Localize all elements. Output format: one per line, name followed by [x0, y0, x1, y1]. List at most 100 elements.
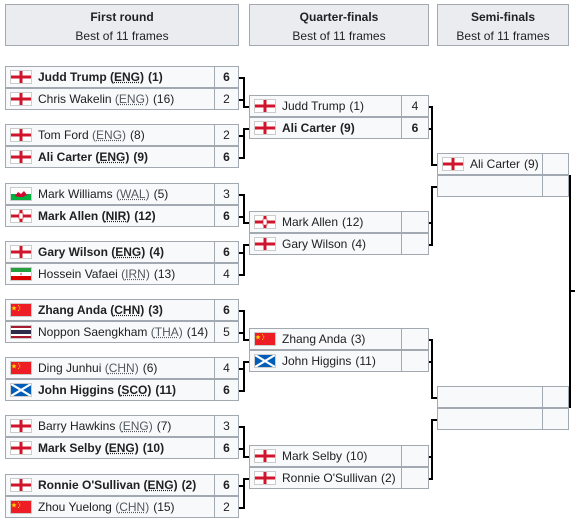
bracket-connector: [243, 128, 245, 148]
player-row: Chris Wakelin (ENG)(16)2: [5, 88, 239, 110]
player-name[interactable]: Ali Carter: [470, 157, 521, 171]
player-name-cell: Hossein Vafaei (IRN)(13): [6, 264, 215, 284]
player-name[interactable]: Ronnie O'Sullivan: [282, 471, 378, 485]
flag-icon-sco: [10, 383, 32, 397]
country-code-text: SCO: [121, 383, 148, 397]
player-name[interactable]: Mark Selby: [282, 449, 343, 463]
player-name[interactable]: Hossein Vafaei: [38, 267, 118, 281]
round-subtitle: Best of 11 frames: [456, 29, 550, 43]
bracket-connector: [431, 186, 433, 235]
player-row: Gary Wilson(4): [249, 233, 429, 255]
player-name-cell: Ronnie O'Sullivan (ENG)(2): [6, 475, 215, 495]
country-code-text: ENG: [115, 245, 142, 259]
player-name[interactable]: Ali Carter: [282, 121, 337, 135]
player-name[interactable]: Zhang Anda: [38, 303, 107, 317]
player-seed: (9): [524, 157, 539, 171]
player-name[interactable]: Ali Carter: [38, 150, 93, 164]
player-name-cell: Zhang Anda (CHN)(3): [6, 300, 215, 320]
player-name[interactable]: Barry Hawkins: [38, 419, 116, 433]
player-name-cell: Tom Ford (ENG)(8): [6, 125, 215, 145]
bracket-connector: [239, 135, 244, 137]
country-code: (WAL): [112, 187, 150, 201]
player-name-cell: John Higgins(11): [250, 351, 402, 371]
flag-icon-eng: [254, 449, 276, 463]
player-row: John Higgins(11): [249, 350, 429, 372]
player-name[interactable]: Zhang Anda: [282, 332, 347, 346]
country-code: (ENG): [107, 245, 146, 259]
player-score: 4: [215, 264, 238, 284]
flag-icon-eng: [254, 471, 276, 485]
player-name[interactable]: Mark Selby: [38, 441, 102, 455]
player-name[interactable]: Mark Allen: [38, 209, 99, 223]
player-name[interactable]: Ding Junhui: [38, 361, 102, 375]
player-name-cell: Mark Williams (WAL)(5): [6, 184, 215, 204]
player-row: Mark Williams (WAL)(5)3: [5, 183, 239, 205]
player-name[interactable]: Gary Wilson: [38, 245, 108, 259]
flag-icon-eng: [10, 150, 32, 164]
round-title: Semi-finals: [470, 10, 536, 24]
player-name[interactable]: John Higgins: [282, 354, 352, 368]
player-row: John Higgins (SCO)(11)6: [5, 379, 239, 401]
player-row: Tom Ford (ENG)(8)2: [5, 124, 239, 146]
player-score: 6: [402, 118, 428, 138]
player-seed: (3): [350, 332, 366, 346]
player-row: Ali Carter(9)6: [249, 117, 429, 139]
bracket-connector: [239, 216, 244, 218]
country-code-text: WAL: [120, 187, 146, 201]
flag-icon-sco: [254, 354, 276, 368]
flag-icon-chn: [10, 303, 32, 317]
player-score: [543, 154, 568, 174]
country-code-text: CHN: [108, 361, 135, 375]
player-name[interactable]: Mark Williams: [38, 187, 113, 201]
player-name[interactable]: Gary Wilson: [282, 237, 348, 251]
player-name[interactable]: Chris Wakelin: [38, 92, 112, 106]
bracket-connector: [243, 321, 245, 341]
country-code: (ENG): [88, 128, 127, 142]
player-name[interactable]: Judd Trump: [38, 70, 107, 84]
country-code: (IRN): [117, 267, 150, 281]
player-name[interactable]: Zhou Yuelong: [38, 500, 112, 514]
flag-icon-eng: [10, 478, 32, 492]
player-score: 6: [215, 67, 238, 87]
player-name[interactable]: Noppon Saengkham: [38, 325, 148, 339]
country-code-text: THA: [154, 325, 179, 339]
bracket-connector: [243, 244, 245, 265]
flag-icon-eng: [10, 419, 32, 433]
player-row: Ronnie O'Sullivan (ENG)(2)6: [5, 474, 239, 496]
bracket-connector: [243, 205, 245, 224]
player-row: [437, 408, 569, 430]
player-seed: (5): [153, 187, 169, 201]
player-name-cell: Zhang Anda(3): [250, 329, 402, 349]
player-score: [543, 387, 568, 407]
player-seed: (10): [142, 441, 165, 455]
player-name[interactable]: Ronnie O'Sullivan: [38, 478, 141, 492]
bracket-connector: [239, 194, 244, 196]
player-seed: (11): [155, 383, 177, 397]
player-score: 2: [215, 497, 238, 517]
player-name-cell: Ronnie O'Sullivan(2): [250, 468, 402, 488]
bracket-connector: [431, 164, 437, 166]
country-code-text: NIR: [105, 209, 127, 223]
player-row: Zhou Yuelong (CHN)(15)2: [5, 496, 239, 518]
player-name-cell: Judd Trump (ENG)(1): [6, 67, 215, 87]
player-seed: (7): [156, 419, 172, 433]
player-score: [402, 212, 428, 232]
player-name[interactable]: John Higgins: [38, 383, 114, 397]
player-name-cell: Noppon Saengkham (THA)(14): [6, 322, 215, 342]
flag-icon-chn: [10, 361, 32, 375]
player-name[interactable]: Tom Ford: [38, 128, 89, 142]
player-row: Barry Hawkins (ENG)(7)3: [5, 415, 239, 437]
player-score: 6: [215, 475, 238, 495]
bracket-connector: [431, 350, 433, 399]
player-name[interactable]: Judd Trump: [282, 99, 346, 113]
country-code: (ENG): [106, 70, 145, 84]
country-code-text: ENG: [122, 419, 149, 433]
country-code: (ENG): [101, 441, 139, 455]
player-row: Ding Junhui (CHN)(6)4: [5, 357, 239, 379]
player-score: 6: [215, 242, 238, 262]
country-code: (NIR): [98, 209, 131, 223]
country-code-text: ENG: [114, 70, 141, 84]
bracket-connector: [243, 437, 245, 458]
player-name[interactable]: Mark Allen: [282, 215, 339, 229]
player-score: 3: [215, 184, 238, 204]
